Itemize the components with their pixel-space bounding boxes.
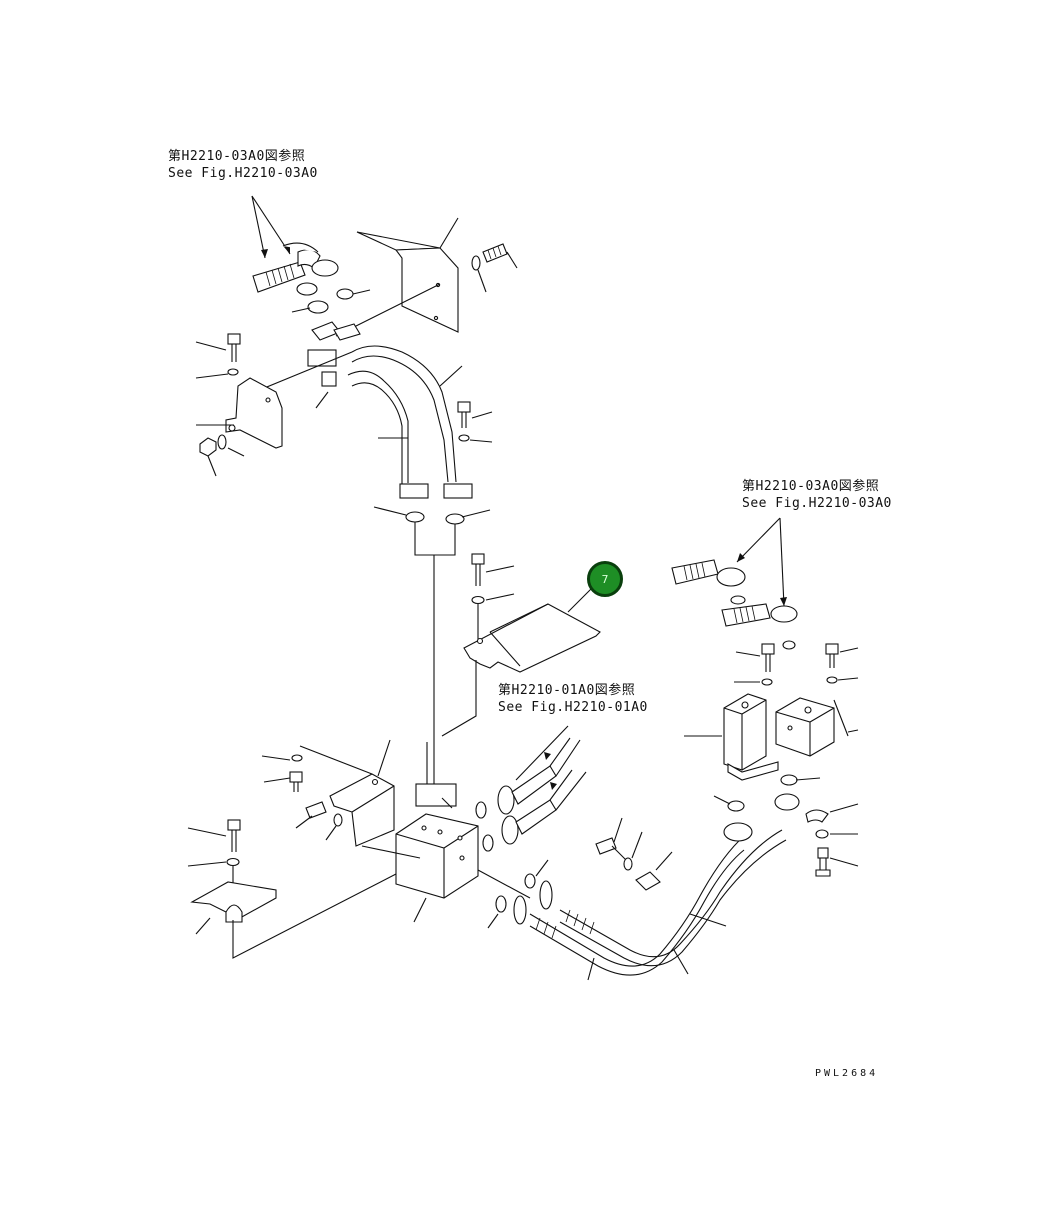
top-bolt bbox=[471, 243, 518, 293]
right-hoses bbox=[671, 559, 798, 627]
reference-note-top-left[interactable]: 第H2210-03A0図参照 See Fig.H2210-03A0 bbox=[168, 148, 318, 182]
reference-arrows-right bbox=[736, 517, 787, 607]
reference-note-en: See Fig.H2210-03A0 bbox=[168, 166, 318, 181]
reference-note-en: See Fig.H2210-03A0 bbox=[742, 496, 892, 511]
left-nut bbox=[199, 434, 245, 477]
reference-note-jp: 第H2210-01A0図参照 bbox=[498, 683, 636, 698]
left-bracket bbox=[196, 377, 283, 449]
lower-left-bracket bbox=[187, 819, 397, 959]
reference-note-en: See Fig.H2210-01A0 bbox=[498, 700, 648, 715]
part-callout-label: 7 bbox=[601, 572, 609, 586]
reference-note-right[interactable]: 第H2210-03A0図参照 See Fig.H2210-03A0 bbox=[742, 478, 892, 512]
cover-plate bbox=[463, 585, 601, 673]
center-bracket bbox=[261, 739, 421, 859]
left-bolt-top bbox=[195, 333, 241, 379]
reference-note-jp: 第H2210-03A0図参照 bbox=[168, 149, 306, 164]
mid-bolt bbox=[457, 401, 493, 443]
hose-clamp bbox=[595, 817, 673, 891]
reference-note-jp: 第H2210-03A0図参照 bbox=[742, 479, 880, 494]
drawing-code: PWL2684 bbox=[815, 1068, 879, 1079]
steel-tube-pair bbox=[347, 345, 473, 499]
right-fittings bbox=[774, 793, 859, 877]
reference-arrows-top bbox=[251, 195, 291, 259]
right-valve-blocks bbox=[684, 693, 859, 812]
upper-connectors bbox=[291, 288, 371, 409]
cover-bolt bbox=[471, 553, 515, 640]
right-bolts bbox=[734, 640, 859, 686]
lower-hoses bbox=[513, 822, 787, 981]
reference-note-center[interactable]: 第H2210-01A0図参照 See Fig.H2210-01A0 bbox=[498, 682, 648, 716]
part-callout-7[interactable]: 7 bbox=[587, 561, 623, 597]
upper-hose-pair bbox=[252, 242, 339, 296]
center-hoses bbox=[475, 725, 587, 852]
top-plate bbox=[356, 217, 459, 333]
tube-orings bbox=[373, 506, 491, 798]
center-valve-block bbox=[395, 783, 549, 929]
